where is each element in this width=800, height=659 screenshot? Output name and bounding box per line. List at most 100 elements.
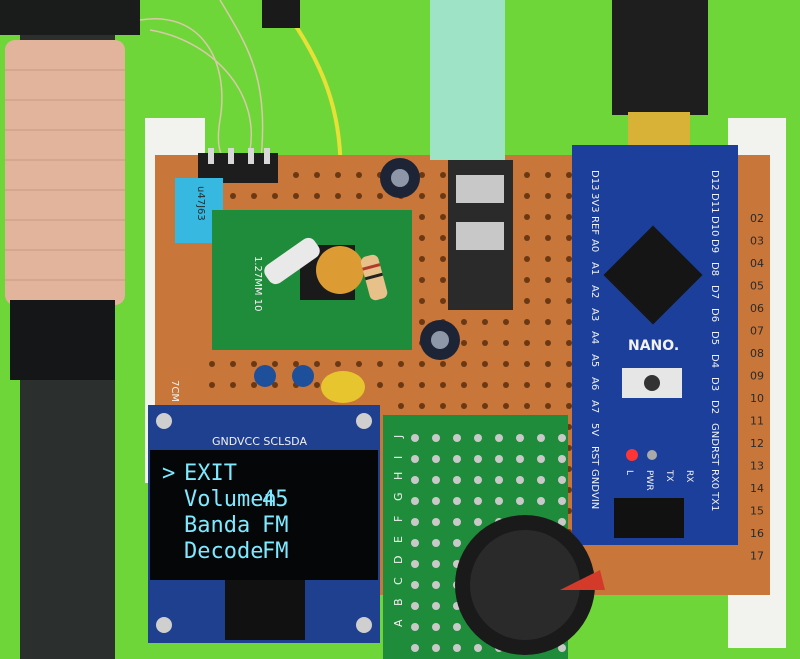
perfboard-hole [503, 340, 509, 346]
arduino-nano: NANO. [572, 145, 738, 545]
perfboard-hole [377, 361, 383, 367]
nano-pin-left-label: A5 [589, 354, 600, 367]
rotary-knob [455, 515, 605, 655]
proto-hole [558, 497, 566, 505]
proto-hole [474, 644, 482, 652]
perfboard-hole [545, 319, 551, 325]
board-row-number: 04 [750, 257, 764, 270]
nano-pin-left-label: RST [589, 446, 600, 466]
proto-letter: J [392, 435, 405, 439]
proto-hole [453, 539, 461, 547]
perfboard-hole [440, 403, 446, 409]
proto-hole [411, 434, 419, 442]
nano-led-label: TX [664, 469, 674, 482]
nano-pin-left-label: A6 [589, 377, 600, 390]
perfboard-hole [335, 361, 341, 367]
oled-module: GNDVCC SCLSDA [148, 405, 380, 643]
pin-header-top [198, 148, 278, 183]
perfboard-hole [335, 172, 341, 178]
perfboard-hole [566, 235, 572, 241]
perfboard-hole [356, 193, 362, 199]
proto-hole [537, 476, 545, 484]
perfboard-hole [566, 277, 572, 283]
proto-letter: A [392, 619, 405, 627]
proto-hole [474, 476, 482, 484]
perfboard-hole [314, 382, 320, 388]
proto-hole [432, 476, 440, 484]
perfboard-hole [293, 361, 299, 367]
perfboard-hole [419, 277, 425, 283]
proto-hole [558, 518, 566, 526]
nano-pin-left-label: REF [589, 216, 600, 235]
perfboard-hole [356, 361, 362, 367]
perfboard-hole [293, 172, 299, 178]
perfboard-hole [251, 382, 257, 388]
menu-item-exit: EXIT [184, 461, 237, 486]
perfboard-hole [482, 340, 488, 346]
proto-hole [411, 497, 419, 505]
nano-pin-left-label: D13 [589, 170, 600, 190]
nano-pin-right-label: D3 [709, 377, 720, 391]
proto-hole [432, 623, 440, 631]
nano-pin-right-label: D12 [709, 170, 720, 190]
proto-hole [453, 623, 461, 631]
perfboard-hole [503, 319, 509, 325]
nano-pin-right-label: RX0 [709, 469, 720, 489]
perfboard-hole [566, 382, 572, 388]
oled-ribbon [225, 580, 305, 640]
proto-hole [432, 644, 440, 652]
perfboard-hole [272, 382, 278, 388]
perfboard-hole [440, 235, 446, 241]
proto-hole [411, 476, 419, 484]
perfboard-hole [314, 361, 320, 367]
perfboard-hole [545, 235, 551, 241]
oled-screen [150, 450, 378, 580]
proto-hole [411, 518, 419, 526]
perfboard-hole [440, 382, 446, 388]
proto-hole [474, 434, 482, 442]
perfboard-hole [419, 193, 425, 199]
proto-hole [411, 560, 419, 568]
proto-hole [516, 455, 524, 463]
perfboard-hole [545, 256, 551, 262]
proto-hole [453, 518, 461, 526]
nano-label: NANO. [628, 338, 679, 354]
perfboard-hole [461, 340, 467, 346]
perfboard-hole [524, 277, 530, 283]
board-row-number: 07 [750, 325, 764, 338]
perfboard-hole [524, 340, 530, 346]
perfboard-hole [398, 361, 404, 367]
proto-hole [411, 581, 419, 589]
proto-hole [453, 455, 461, 463]
proto-letter: C [392, 577, 405, 585]
perfboard-hole [566, 256, 572, 262]
board-row-number: 05 [750, 280, 764, 293]
nano-pin-left-label: A0 [589, 239, 600, 252]
proto-hole [453, 644, 461, 652]
perfboard-hole [335, 193, 341, 199]
perfboard-hole [440, 361, 446, 367]
perfboard-hole [209, 382, 215, 388]
proto-hole [558, 455, 566, 463]
perfboard-hole [524, 382, 530, 388]
proto-hole [495, 497, 503, 505]
nano-pin-right-label: D8 [709, 262, 720, 276]
proto-hole [432, 581, 440, 589]
nano-pin-right-label: TX1 [709, 491, 720, 511]
nano-pin-left-label: 5V [589, 423, 600, 436]
oled-menu: EXIT Volumen 45 Banda FM Decode FM [184, 461, 289, 564]
proto-letter: D [392, 556, 405, 564]
perfboard-hole [545, 382, 551, 388]
nano-pin-right-label: D6 [709, 308, 720, 322]
board-row-number: 10 [750, 392, 764, 405]
nano-pin-right-label: D4 [709, 354, 720, 368]
proto-hole [558, 644, 566, 652]
perfboard-hole [251, 193, 257, 199]
electrolytic-capacitor-mid [420, 320, 460, 360]
ceramic-capacitor [316, 246, 364, 294]
nano-pin-right-label: D11 [709, 193, 720, 213]
menu-item-banda: Banda [184, 513, 250, 538]
perfboard-hole [524, 235, 530, 241]
proto-hole [432, 455, 440, 463]
perfboard-hole [566, 172, 572, 178]
